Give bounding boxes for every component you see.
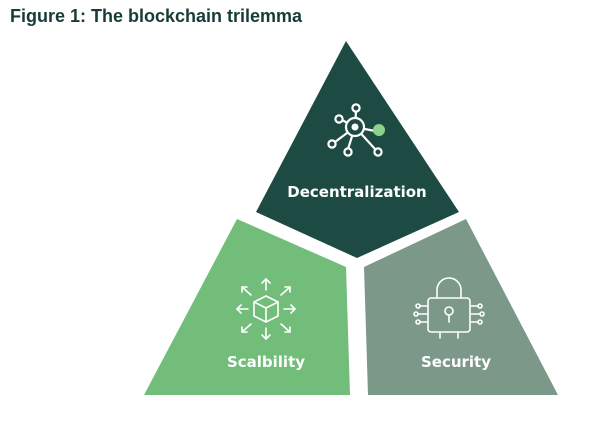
segment-scalability: Scalbility (144, 219, 350, 395)
label-security: Security (421, 353, 491, 371)
padlock-circuit-icon (413, 277, 485, 339)
label-decentralization: Decentralization (287, 183, 427, 201)
segment-scalability-shape (144, 219, 350, 395)
accent-node-dot (373, 124, 385, 136)
expanding-cube-icon (236, 278, 296, 340)
segment-decentralization-shape (256, 41, 459, 258)
segment-security-shape (364, 219, 558, 395)
segment-decentralization: Decentralization (256, 41, 459, 258)
network-node-icon (327, 103, 383, 157)
label-scalability: Scalbility (227, 353, 305, 371)
figure-title: Figure 1: The blockchain trilemma (10, 6, 303, 26)
segment-security: Security (364, 219, 558, 395)
